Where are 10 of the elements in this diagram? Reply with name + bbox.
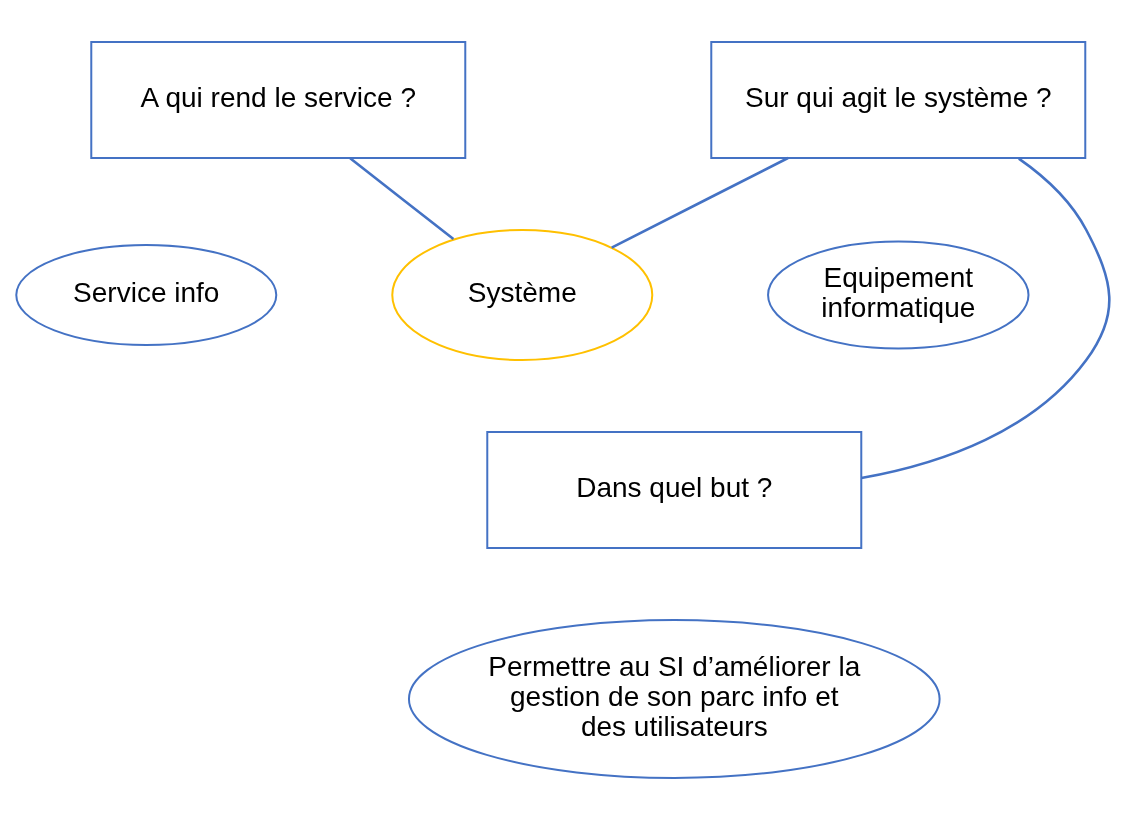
node-box: Sur qui agit le système ? [710, 40, 1087, 159]
connector [349, 156, 455, 240]
node-ellipse: Permettre au SI d’améliorer la gestion de son parc info et des utilisateurs [407, 618, 941, 779]
connector [861, 157, 1111, 479]
connector [611, 156, 789, 249]
node-box: Dans quel but ? [486, 430, 863, 549]
node-ellipse: Equipement informatique [767, 240, 1030, 349]
node-ellipse: Service info [15, 243, 278, 346]
node-ellipse: Système [391, 228, 654, 361]
node-box: A qui rend le service ? [90, 40, 467, 159]
